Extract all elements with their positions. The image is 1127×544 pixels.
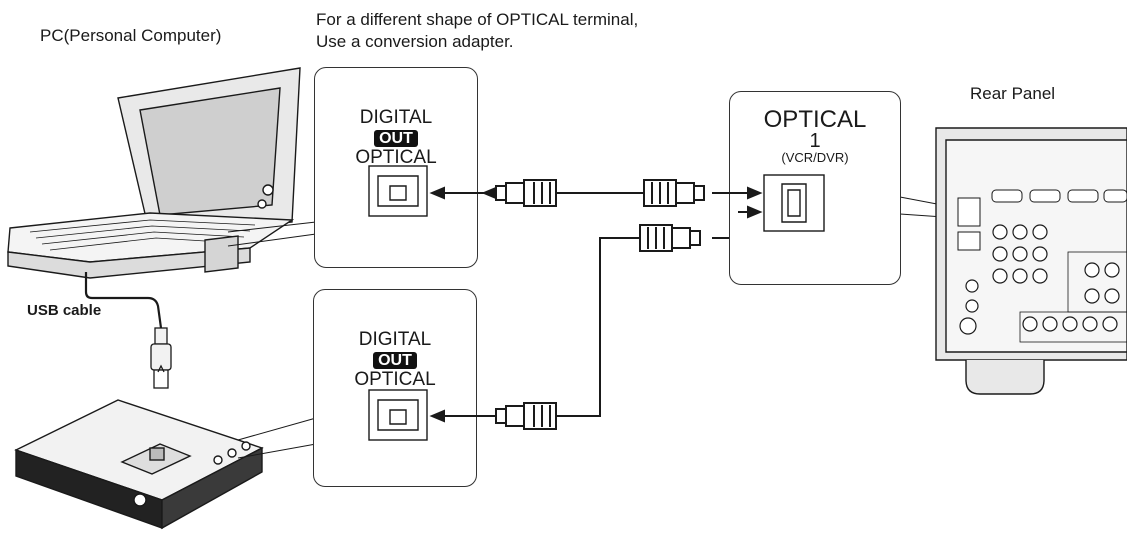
digital-label: DIGITAL bbox=[359, 107, 433, 128]
optical-cable-dock bbox=[429, 202, 760, 430]
pc-label: PC(Personal Computer) bbox=[40, 26, 222, 45]
out-badge: OUT bbox=[374, 130, 418, 147]
optical-label: OPTICAL bbox=[355, 147, 437, 168]
usb-cable-illustration bbox=[84, 272, 163, 329]
dock-illustration bbox=[14, 399, 264, 530]
rca-jack-group bbox=[959, 224, 1120, 335]
usb-plug-icon bbox=[150, 327, 172, 389]
rear-panel-label: Rear Panel bbox=[970, 84, 1056, 103]
callout-lines bbox=[227, 196, 959, 459]
out-badge: OUT bbox=[373, 352, 417, 369]
dock-port-label: DIGITAL OUT OPTICAL bbox=[314, 330, 476, 390]
receiver-optical-callout: OPTICAL 1 (VCR/DVR) bbox=[729, 91, 901, 285]
optical-number: 1 bbox=[809, 130, 821, 152]
receiver-input-label: OPTICAL 1 (VCR/DVR) bbox=[730, 108, 900, 166]
laptop-illustration bbox=[7, 67, 301, 279]
optical-label: OPTICAL bbox=[354, 369, 436, 390]
adapter-note-line: For a different shape of OPTICAL termina… bbox=[316, 10, 639, 29]
pc-port-label: DIGITAL OUT OPTICAL bbox=[315, 108, 477, 168]
usb-cable-label: USB cable bbox=[27, 302, 102, 319]
digital-label: DIGITAL bbox=[358, 329, 432, 350]
receiver-rear-panel-illustration bbox=[935, 127, 1127, 395]
optical-title: OPTICAL bbox=[763, 106, 867, 133]
dock-optical-callout: DIGITAL OUT OPTICAL bbox=[313, 289, 477, 487]
optical-cable-pc bbox=[432, 179, 760, 207]
adapter-note-line: Use a conversion adapter. bbox=[316, 32, 514, 51]
pc-optical-callout: DIGITAL OUT OPTICAL bbox=[314, 67, 478, 268]
adapter-note: For a different shape of OPTICAL termina… bbox=[316, 9, 638, 53]
optical-sub: (VCR/DVR) bbox=[781, 150, 849, 165]
